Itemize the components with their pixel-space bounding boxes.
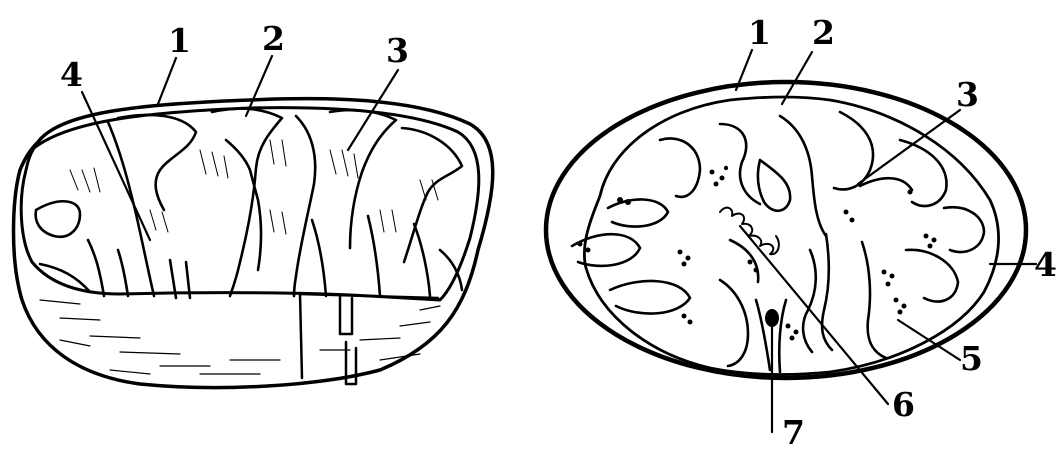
left-label-2: 2 [262, 19, 285, 58]
right-label-3: 3 [956, 75, 979, 114]
left-leader-lines [82, 56, 398, 240]
left-label-4: 4 [60, 55, 83, 94]
left-cristae [36, 109, 462, 298]
right-label-2: 2 [812, 13, 835, 52]
right-label-6: 6 [892, 385, 915, 424]
right-mitochondrion-section: 1 2 3 4 5 6 7 [546, 13, 1056, 452]
left-mitochondrion-3d: 1 2 3 4 [14, 19, 493, 388]
left-label-3: 3 [386, 31, 409, 70]
left-shading [40, 300, 440, 374]
right-inner-membrane [584, 97, 998, 375]
right-label-1: 1 [748, 13, 771, 52]
left-label-1: 1 [168, 21, 191, 60]
right-matrix-granules [578, 166, 937, 341]
right-ribosome-dot [765, 309, 779, 327]
right-outer-membrane [546, 82, 1026, 378]
right-label-4: 4 [1034, 245, 1056, 284]
right-label-7: 7 [782, 413, 805, 452]
left-top-rim [21, 108, 479, 300]
right-dna-squiggle [720, 208, 779, 255]
right-label-5: 5 [960, 339, 983, 378]
